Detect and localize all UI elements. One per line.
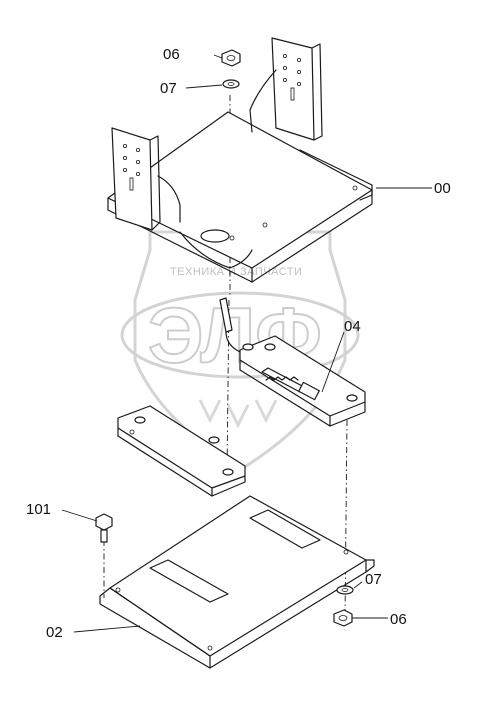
callout-rail-assembly: 04 xyxy=(344,318,361,335)
base-plate xyxy=(99,495,375,669)
washer-top xyxy=(222,79,240,89)
callout-nut-bottom: 06 xyxy=(390,611,407,628)
leader-lines xyxy=(61,54,432,633)
callout-washer-top: 07 xyxy=(160,80,177,97)
nut-bottom xyxy=(333,609,353,627)
nut-top xyxy=(221,49,241,67)
callout-base-plate: 02 xyxy=(46,624,63,641)
callout-bracket-frame: 00 xyxy=(434,180,451,197)
callout-nut-top: 06 xyxy=(163,46,180,63)
callout-bolt: 101 xyxy=(26,501,51,518)
rail-assembly xyxy=(117,297,366,497)
watermark-caption: ТЕХНИКА И ЗАПЧАСТИ xyxy=(170,266,302,278)
bracket-frame xyxy=(107,37,373,283)
callout-washer-bottom: 07 xyxy=(365,571,382,588)
bolt xyxy=(95,513,113,543)
washer-bottom xyxy=(336,585,354,595)
